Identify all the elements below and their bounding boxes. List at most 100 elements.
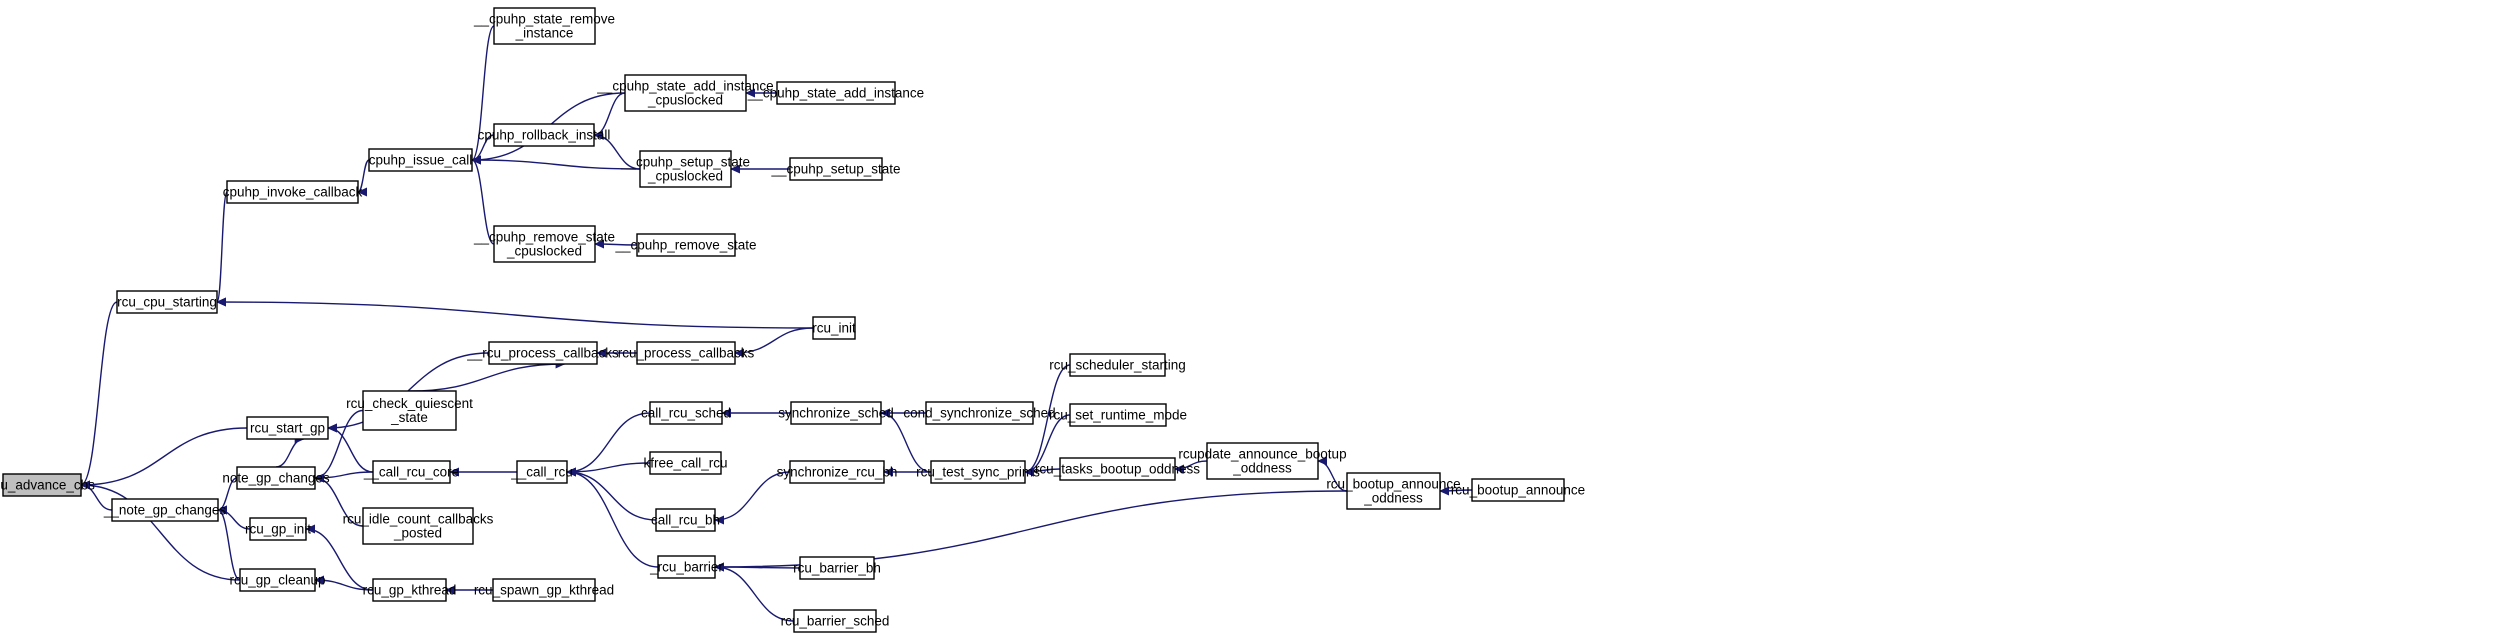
node-rcu-idle-count-callbacks-posted[interactable]: rcu_idle_count_callbacks_posted [343,507,494,545]
node-rcu-barrier-int[interactable]: _rcu_barrier [649,555,723,579]
node-rcu-gp-kthread[interactable]: rcu_gp_kthread [363,578,457,602]
node-box [116,290,218,314]
edge-arrow [594,239,638,249]
node-cpuhp-state-remove-instance[interactable]: __cpuhp_state_remove_instance [473,7,615,45]
edge-rcu-bootup-announce-to-rcu-bootup-announce-oddness [1439,486,1473,496]
node-box [1346,472,1441,510]
node-rcu-set-runtime-mode[interactable]: rcu_set_runtime_mode [1049,403,1187,427]
node-rcu-bootup-announce[interactable]: rcu_bootup_announce [1451,478,1585,502]
node-box [930,460,1026,484]
node-label: rcu_barrier_sched [781,614,890,629]
node-rcu-bootup-announce-oddness[interactable]: rcu_bootup_announce_oddness [1326,472,1461,510]
node-rcupdate-announce-bootup-oddness[interactable]: rcupdate_announce_bootup_oddness [1178,442,1347,480]
node-box [1059,457,1176,481]
node-label: _cpuslocked [647,93,723,108]
node-rcu-advance-cbs[interactable]: rcu_advance_cbs [0,473,95,497]
node-cpuhp-setup-state[interactable]: __cpuhp_setup_state [770,157,901,181]
node-box [639,150,732,188]
node-rcu-cpu-starting[interactable]: rcu_cpu_starting [116,290,218,314]
edge-arrow [275,434,305,468]
node-synchronize-rcu-bh[interactable]: synchronize_rcu_bh [777,460,898,484]
edge-cpuhp-setup-state-cpuslocked-to-cpuhp-rollback-install [593,130,641,170]
node-label: __cpuhp_remove_state [614,238,756,253]
node-cpuhp-issue-call[interactable]: cpuhp_issue_call [368,148,473,172]
node-cpuhp-invoke-callback[interactable]: cpuhp_invoke_callback [223,180,363,204]
node-rcu-process-callbacks-int[interactable]: __rcu_process_callbacks [466,341,619,365]
node-label: note_gp_changes [222,471,330,486]
node-box [789,460,885,484]
edge-arrow [566,462,651,477]
edge-arrow [566,467,657,521]
node-box [249,517,307,541]
node-box [246,416,329,440]
node-box [372,460,451,484]
node-box [226,180,359,204]
node-rcu-barrier-bh[interactable]: rcu_barrier_bh [793,556,881,580]
node-call-rcu-int[interactable]: __call_rcu [510,460,573,484]
edge-call-rcu-core-to-rcu-start-gp [327,423,374,473]
node-cpuhp-remove-state-cpuslocked[interactable]: __cpuhp_remove_state_cpuslocked [473,225,615,263]
node-note-gp-changes-int[interactable]: __note_gp_changes [103,498,227,522]
edge-arrow [1174,460,1208,474]
node-label: synchronize_sched [778,406,894,421]
node-cpuhp-setup-state-cpuslocked[interactable]: __cpuhp_setup_state_cpuslocked [620,150,750,188]
node-label: rcu_process_callbacks [618,346,755,361]
edge-rcu-check-quiescent-state-to-rcu-process-callbacks-int [409,359,566,392]
edge-rcu-idle-count-callbacks-posted-to-note-gp-changes [314,473,364,527]
node-label: call_rcu_sched [641,406,731,421]
node-rcu-check-quiescent-state[interactable]: rcu_check_quiescent_state [346,390,473,431]
node-rcu-process-callbacks[interactable]: rcu_process_callbacks [618,341,755,365]
node-rcu-spawn-gp-kthread[interactable]: rcu_spawn_gp_kthread [474,578,614,602]
node-box [493,7,596,45]
edge-synchronize-rcu-bh-to-call-rcu-bh [714,471,791,525]
node-box [368,148,473,172]
node-box [649,451,722,475]
node-box [236,466,316,490]
edge-arrow [314,473,364,527]
node-cpuhp-remove-state[interactable]: __cpuhp_remove_state [614,233,757,257]
node-box [362,390,457,431]
node-rcu-gp-cleanup[interactable]: rcu_gp_cleanup [229,568,326,592]
node-cpuhp-rollback-install[interactable]: cpuhp_rollback_install [478,123,611,147]
node-rcu-tasks-bootup-oddness[interactable]: rcu_tasks_bootup_oddness [1035,457,1200,481]
node-label: rcu_check_quiescent [346,396,473,411]
node-label: rcu_gp_init [245,522,311,537]
edge-arrow [1317,456,1348,492]
node-label: rcu_bootup_announce [1326,477,1460,492]
node-call-rcu-core[interactable]: __call_rcu_core [363,460,459,484]
node-label: __rcu_process_callbacks [466,346,619,361]
node-note-gp-changes[interactable]: note_gp_changes [222,466,330,490]
node-call-rcu-sched[interactable]: call_rcu_sched [641,401,731,425]
node-box [799,556,875,580]
edge-rcu-init-to-rcu-process-callbacks [734,327,814,358]
node-box [776,81,896,105]
node-rcu-gp-init[interactable]: rcu_gp_init [245,517,311,541]
node-rcu-barrier-sched[interactable]: rcu_barrier_sched [781,609,890,633]
node-label: cpuhp_issue_call [369,153,473,168]
node-cpuhp-state-add-instance[interactable]: __cpuhp_state_add_instance [747,81,924,105]
node-label: rcu_gp_kthread [363,583,457,598]
node-rcu-start-gp[interactable]: rcu_start_gp [246,416,329,440]
node-label: rcu_gp_cleanup [229,573,325,588]
node-call-rcu-bh[interactable]: call_rcu_bh [651,508,720,532]
node-kfree-call-rcu[interactable]: kfree_call_rcu [643,451,728,475]
edge-arrow [1439,486,1473,496]
edge-cpuhp-remove-state-cpuslocked-to-cpuhp-issue-call [471,155,495,245]
node-label: synchronize_rcu_bh [777,465,898,480]
edge-rcu-barrier-sched-to-rcu-barrier-int [714,562,795,622]
node-label: rcu_idle_count_callbacks [343,512,494,527]
node-label: rcu_test_sync_prims [916,465,1040,480]
edge-arrow [566,412,651,477]
node-rcu-scheduler-starting[interactable]: rcu_scheduler_starting [1049,353,1186,377]
node-rcu-test-sync-prims[interactable]: rcu_test_sync_prims [916,460,1040,484]
node-label: __call_rcu [510,465,573,480]
node-synchronize-sched[interactable]: synchronize_sched [778,401,894,425]
edge-arrow [314,575,374,591]
node-label: rcu_cpu_starting [117,295,217,310]
node-box [1069,403,1167,427]
node-label: cond_synchronize_sched [903,406,1055,421]
edge-call-rcu-bh-to-call-rcu-int [566,467,657,521]
node-cpuhp-state-add-instance-cpuslocked[interactable]: __cpuhp_state_add_instance_cpuslocked [596,74,774,112]
node-rcu-init[interactable]: rcu_init [812,316,856,340]
node-cond-synchronize-sched[interactable]: cond_synchronize_sched [903,401,1056,425]
